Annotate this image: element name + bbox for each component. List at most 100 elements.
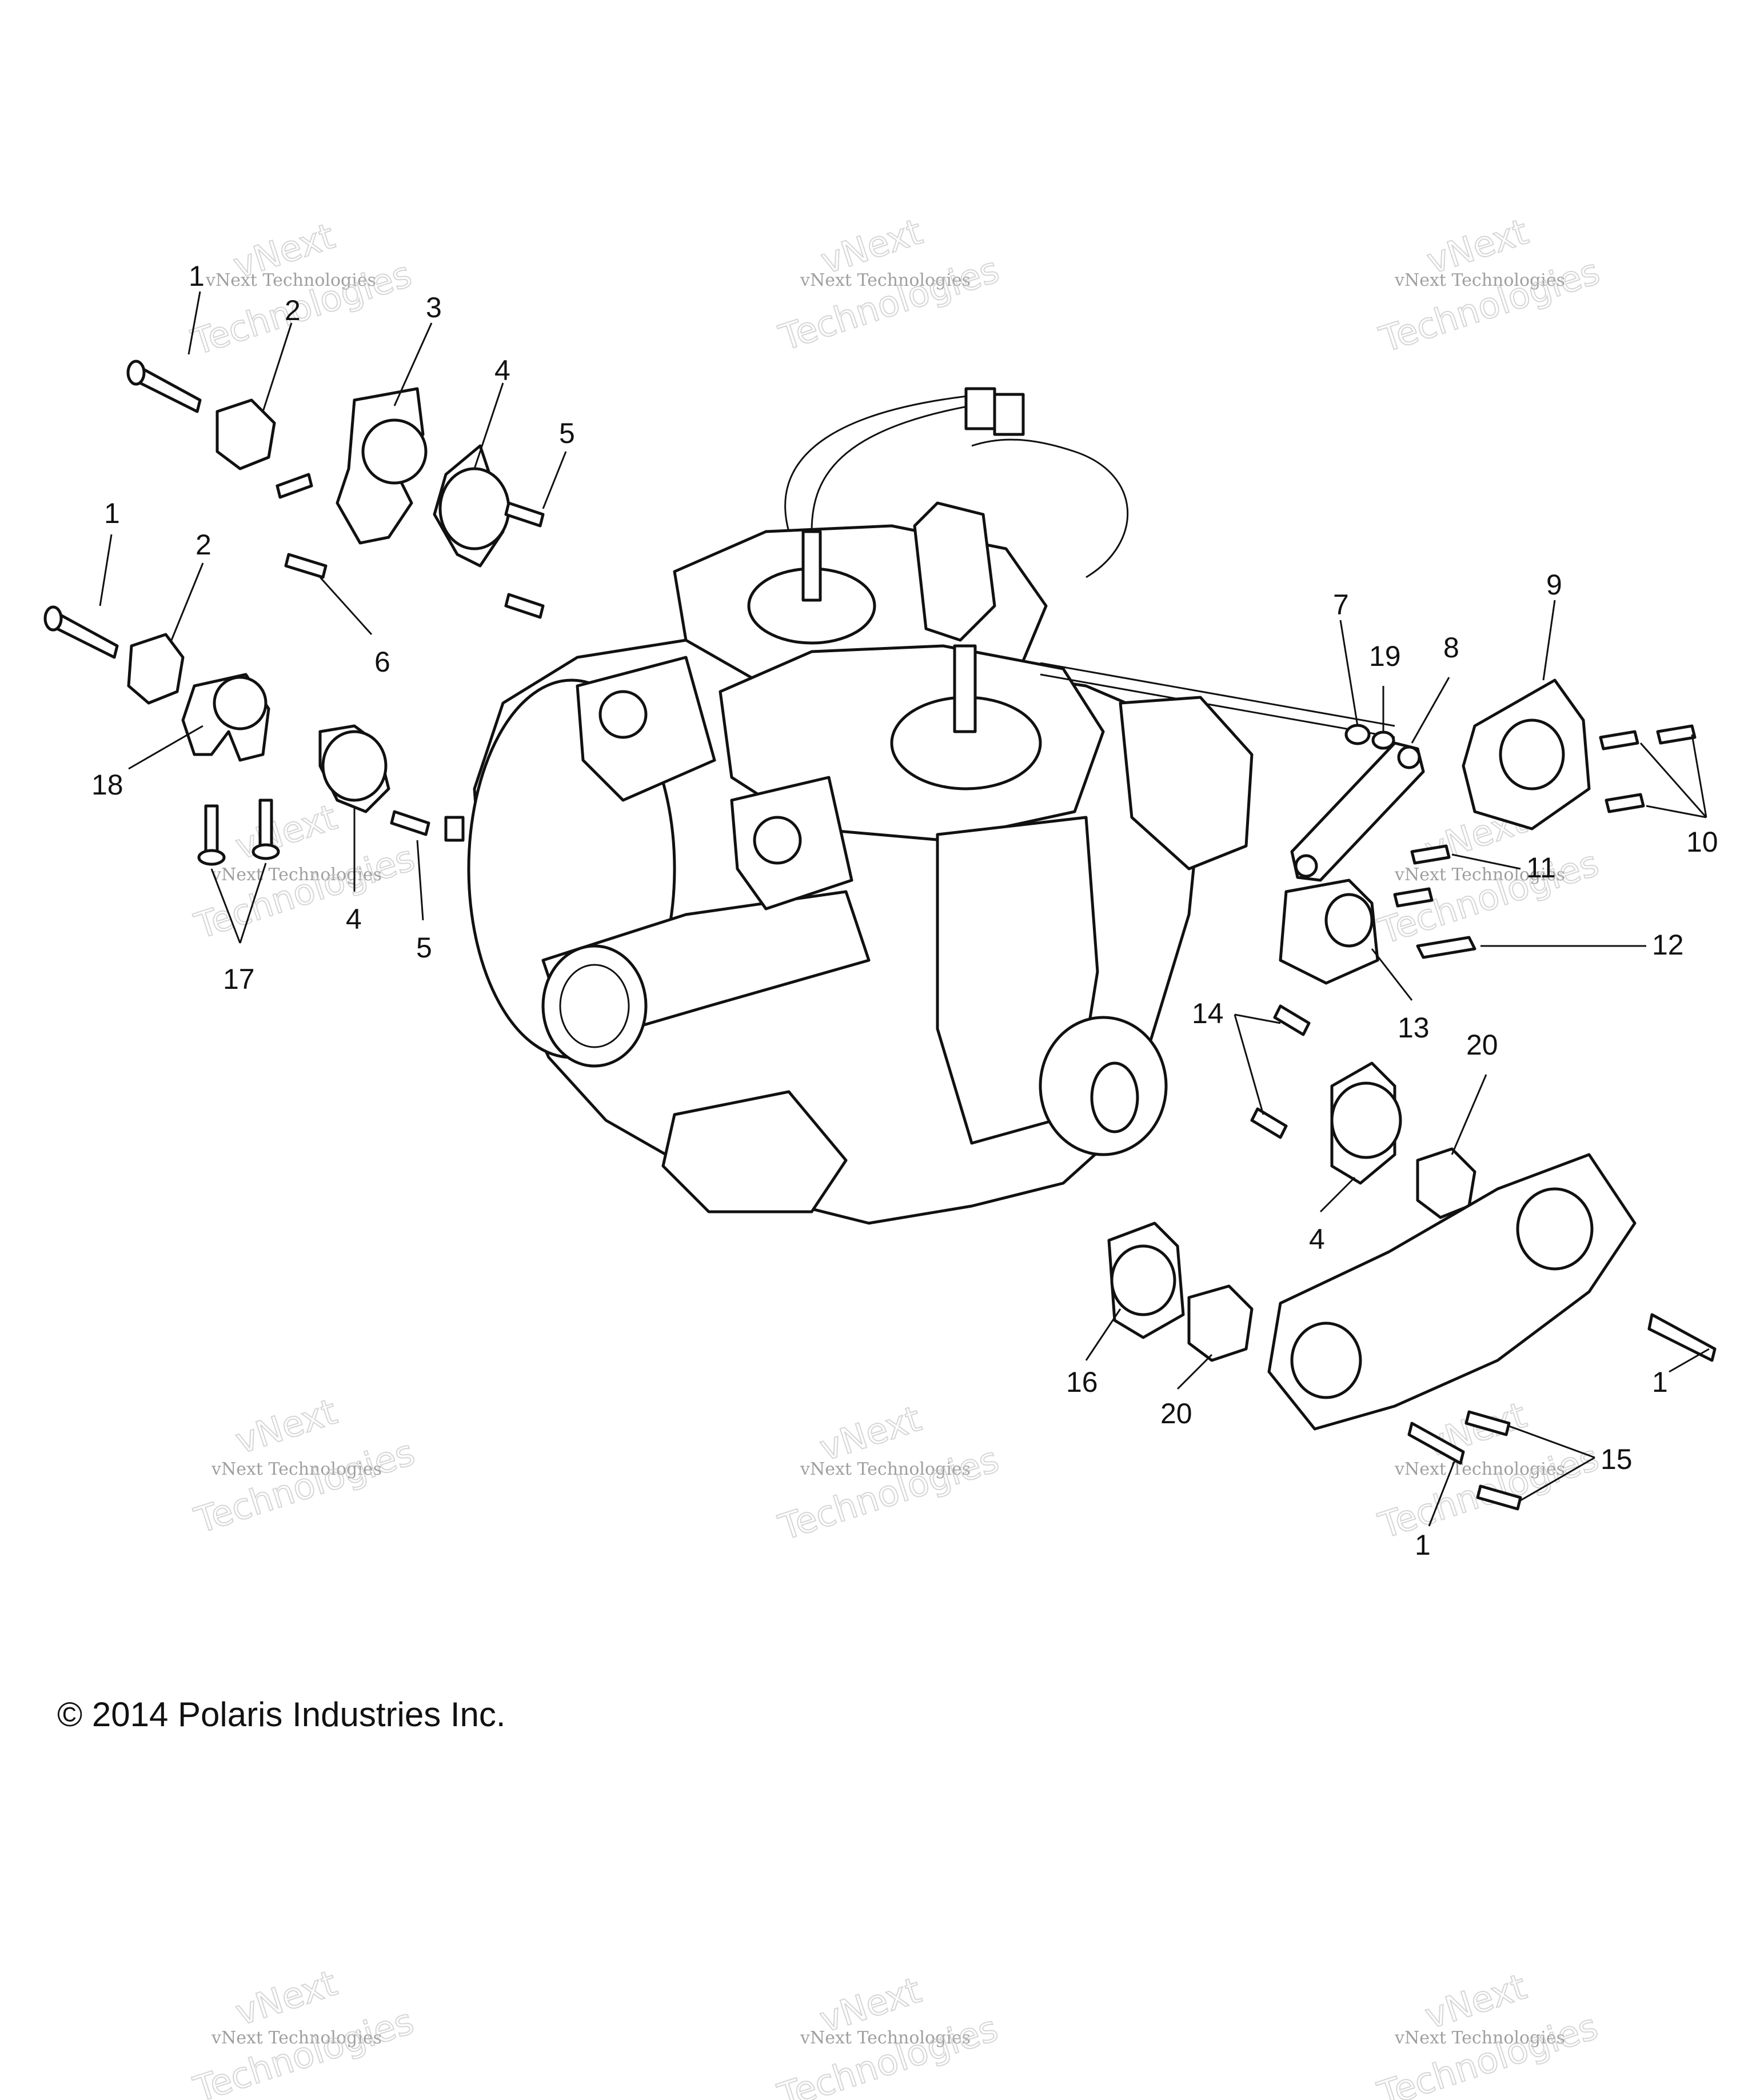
bolt-17-a-head <box>197 849 226 866</box>
leader-1-right-upper <box>1669 1348 1710 1373</box>
spark-plug-rear <box>801 530 822 602</box>
wire-harness-a <box>784 393 984 532</box>
svg-text:vNext Technologies: vNext Technologies <box>211 1459 382 1479</box>
reed-hub-lower <box>753 816 802 865</box>
bolt-10-c <box>1605 793 1645 813</box>
callout-5-upper: 5 <box>559 417 575 449</box>
throttle-cable <box>1040 662 1395 727</box>
spacer-2-upper <box>215 398 276 470</box>
mount-4-upper-boss <box>438 467 510 550</box>
mount-16-boss <box>1110 1244 1176 1316</box>
bolt-12 <box>1416 936 1476 959</box>
svg-text:vNext: vNext <box>230 796 342 867</box>
watermark-low-left: vNext vNext Technologies Technologies <box>189 1390 420 1542</box>
svg-text:vNext Technologies: vNext Technologies <box>1394 865 1565 885</box>
svg-text:Technologies: Technologies <box>1375 250 1605 361</box>
leader-14-b <box>1234 1014 1264 1115</box>
svg-text:vNext Technologies: vNext Technologies <box>1394 1459 1565 1479</box>
svg-text:vNext: vNext <box>230 1390 342 1462</box>
callout-20-upper: 20 <box>1466 1029 1498 1061</box>
bolt-14-b <box>1250 1107 1288 1139</box>
leader-20-lower <box>1176 1354 1213 1390</box>
throttle-cable-2 <box>1040 673 1395 738</box>
leader-14-a <box>1234 1013 1281 1024</box>
bolt-11-a <box>1410 844 1451 865</box>
callout-4-right: 4 <box>1309 1223 1325 1255</box>
svg-text:vNext: vNext <box>1420 1966 1531 2037</box>
leader-17-b <box>239 863 267 944</box>
leader-18 <box>128 725 203 770</box>
callout-2-lower: 2 <box>195 529 211 561</box>
leader-17-a <box>210 868 241 944</box>
leader-1-right-lower <box>1428 1460 1456 1527</box>
leader-10-c <box>1646 805 1707 819</box>
bolt-1-upper-head <box>126 360 146 386</box>
left-lower-mount-group <box>43 605 465 866</box>
svg-text:Technologies: Technologies <box>1372 2005 1602 2100</box>
svg-text:vNext: vNext <box>1420 1394 1531 1466</box>
link-8-hole-bottom <box>1294 854 1318 878</box>
leader-16 <box>1085 1308 1122 1361</box>
callout-5-lower: 5 <box>416 932 432 964</box>
bolt-5-lower-stud <box>444 816 465 842</box>
leader-2-upper <box>262 322 293 412</box>
callout-18: 18 <box>91 769 123 801</box>
bolt-6 <box>284 553 328 579</box>
block-13-bore <box>1324 893 1374 948</box>
bolt-11-b <box>1393 887 1434 908</box>
callout-1-upper: 1 <box>189 260 205 292</box>
exhaust-port <box>541 944 648 1068</box>
svg-text:Technologies: Technologies <box>774 249 1004 359</box>
washer-19 <box>1371 730 1395 750</box>
engine-lower-mount <box>661 1090 848 1213</box>
bracket-main-right-bore <box>1516 1187 1594 1271</box>
svg-text:vNext Technologies: vNext Technologies <box>1394 270 1565 290</box>
svg-text:Technologies: Technologies <box>189 2000 418 2100</box>
svg-text:vNext Technologies: vNext Technologies <box>211 865 382 885</box>
leader-2-lower <box>170 562 204 641</box>
leader-20-upper <box>1451 1074 1487 1155</box>
leader-15-a <box>1508 1425 1595 1459</box>
svg-text:Technologies: Technologies <box>190 837 420 947</box>
leader-9 <box>1542 600 1556 681</box>
copyright-notice: © 2014 Polaris Industries Inc. <box>57 1695 506 1734</box>
leader-10-b <box>1691 734 1707 818</box>
leader-10-a <box>1639 742 1707 818</box>
bolt-5-upper-a <box>504 501 545 528</box>
bolt-17-b-head <box>252 843 280 860</box>
callout-1-right-lower: 1 <box>1415 1529 1431 1561</box>
wire-harness-b <box>811 399 1007 532</box>
bolt-1-lower-head <box>43 605 63 632</box>
leader-4-right <box>1319 1176 1356 1213</box>
mount-4-right-boss <box>1330 1081 1402 1159</box>
leader-1-upper <box>187 291 201 355</box>
svg-text:Technologies: Technologies <box>190 1431 420 1542</box>
bolt-5-upper-b <box>504 593 545 619</box>
callout-labels: 1 2 3 4 5 1 2 18 17 4 5 6 7 19 8 9 10 11… <box>91 260 1718 1561</box>
callout-11: 11 <box>1526 852 1556 884</box>
mount-4-lower-boss <box>321 730 388 802</box>
callout-1-right-upper: 1 <box>1652 1366 1668 1398</box>
watermark-top-left: vNext vNext Technologies Technologies <box>186 214 417 364</box>
bolt-10-a <box>1599 730 1639 750</box>
watermark-top-center: vNext vNext Technologies Technologies <box>773 210 1004 360</box>
watermark-low-center: vNext vNext Technologies Technologies <box>773 1397 1004 1549</box>
output-shaft <box>1090 1061 1139 1133</box>
reed-hub-upper <box>598 690 648 739</box>
callout-8: 8 <box>1443 632 1459 664</box>
bracket-18-ring <box>213 676 268 730</box>
callout-4-upper: 4 <box>494 354 510 386</box>
leader-7 <box>1339 620 1359 726</box>
wire-harness-c <box>971 438 1128 578</box>
bracket-3-hole <box>361 418 428 485</box>
throttle-body <box>1119 696 1254 871</box>
bolt-14-a <box>1273 1004 1311 1036</box>
callout-7: 7 <box>1333 589 1349 621</box>
svg-text:vNext: vNext <box>815 1398 926 1469</box>
leader-5-upper <box>542 451 567 509</box>
spacer-2-lower <box>127 633 185 705</box>
svg-text:vNext Technologies: vNext Technologies <box>800 1459 971 1479</box>
spacer-20-lower <box>1187 1284 1254 1362</box>
nut-7 <box>1344 724 1371 745</box>
bolt-5-lower <box>390 810 430 836</box>
